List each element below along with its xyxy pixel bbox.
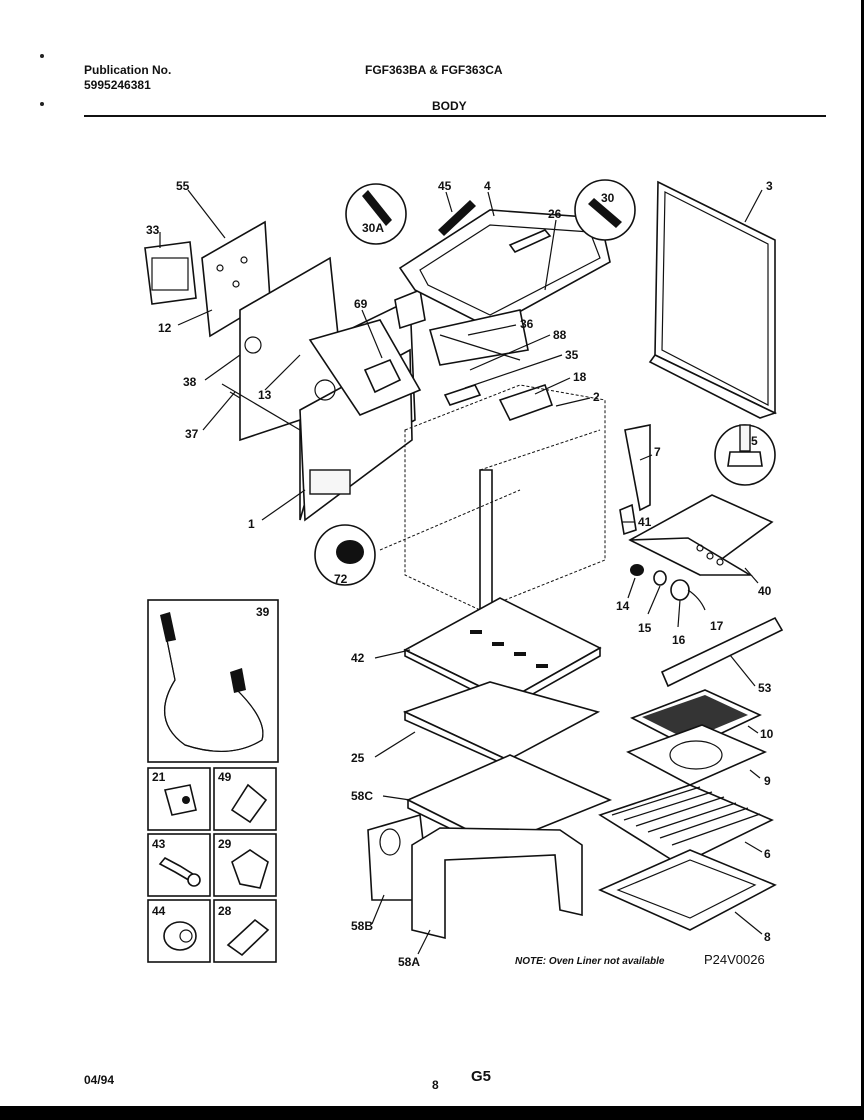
part-label-17: 17 xyxy=(710,619,724,633)
part-label-88: 88 xyxy=(553,328,567,342)
control-panel-assembly xyxy=(144,220,426,522)
part-label-55: 55 xyxy=(176,179,190,193)
part-label-49: 49 xyxy=(218,770,232,784)
insulation-wrap xyxy=(367,813,583,940)
part-label-3: 3 xyxy=(766,179,773,193)
part-label-58B: 58B xyxy=(351,919,373,933)
part-label-10: 10 xyxy=(760,727,774,741)
part-label-41: 41 xyxy=(638,515,652,529)
part-label-4: 4 xyxy=(484,179,491,193)
part-label-28: 28 xyxy=(218,904,232,918)
part-label-16: 16 xyxy=(672,633,686,647)
scan-mark xyxy=(40,54,44,58)
part-label-1: 1 xyxy=(248,517,255,531)
heat-deflector xyxy=(402,681,601,768)
part-label-14: 14 xyxy=(616,599,630,613)
section-title: BODY xyxy=(432,99,467,113)
broiler-pan xyxy=(626,689,768,786)
part-label-26: 26 xyxy=(548,207,562,221)
scan-mark xyxy=(40,102,44,106)
header-rule xyxy=(84,115,826,117)
detail-circle-5 xyxy=(714,424,776,486)
footer-page: 8 xyxy=(432,1078,439,1092)
part-label-21: 21 xyxy=(152,770,166,784)
part-label-15: 15 xyxy=(638,621,652,635)
side-panel xyxy=(648,180,778,419)
part-label-18: 18 xyxy=(573,370,587,384)
detail-circle-30 xyxy=(574,179,636,241)
top-assembly xyxy=(398,200,611,421)
part-label-30A: 30A xyxy=(362,221,384,235)
liner-note: NOTE: Oven Liner not available xyxy=(515,956,665,967)
part-label-25: 25 xyxy=(351,751,365,765)
part-label-39: 39 xyxy=(256,605,270,619)
part-label-53: 53 xyxy=(758,681,772,695)
part-label-29: 29 xyxy=(218,837,232,851)
footer-date: 04/94 xyxy=(84,1073,115,1087)
part-label-7: 7 xyxy=(654,445,661,459)
part-label-37: 37 xyxy=(185,427,199,441)
part-label-13: 13 xyxy=(258,388,272,402)
power-cord-box xyxy=(147,599,279,763)
part-label-43: 43 xyxy=(152,837,166,851)
part-label-40: 40 xyxy=(758,584,772,598)
publication-label: Publication No. xyxy=(84,63,172,77)
part-label-2: 2 xyxy=(593,390,600,404)
part-label-44: 44 xyxy=(152,904,166,918)
publication-number: 5995246381 xyxy=(84,78,151,92)
part-label-8: 8 xyxy=(764,930,771,944)
part-label-42: 42 xyxy=(351,651,365,665)
detail-circle-30A xyxy=(345,183,407,245)
model-numbers: FGF363BA & FGF363CA xyxy=(365,63,503,77)
part-label-58C: 58C xyxy=(351,789,373,803)
part-label-33: 33 xyxy=(146,223,160,237)
part-label-5: 5 xyxy=(751,434,758,448)
small-parts-boxes xyxy=(147,767,277,963)
part-label-38: 38 xyxy=(183,375,197,389)
oven-rack xyxy=(598,784,774,866)
part-label-45: 45 xyxy=(438,179,452,193)
drawing-code: P24V0026 xyxy=(704,952,765,967)
burner-box xyxy=(628,494,774,576)
detail-circle-72 xyxy=(314,524,376,586)
oven-liner xyxy=(598,849,777,931)
part-label-30: 30 xyxy=(601,191,615,205)
footer-grid: G5 xyxy=(471,1068,492,1085)
leader-lines xyxy=(159,189,763,955)
part-label-72: 72 xyxy=(334,572,348,586)
part-label-69: 69 xyxy=(354,297,368,311)
part-label-9: 9 xyxy=(764,774,771,788)
vent-tube xyxy=(619,424,651,536)
part-label-35: 35 xyxy=(565,348,579,362)
part-label-36: 36 xyxy=(520,317,534,331)
part-label-12: 12 xyxy=(158,321,172,335)
part-label-6: 6 xyxy=(764,847,771,861)
part-label-58A: 58A xyxy=(398,955,420,969)
oven-rail xyxy=(660,616,784,688)
